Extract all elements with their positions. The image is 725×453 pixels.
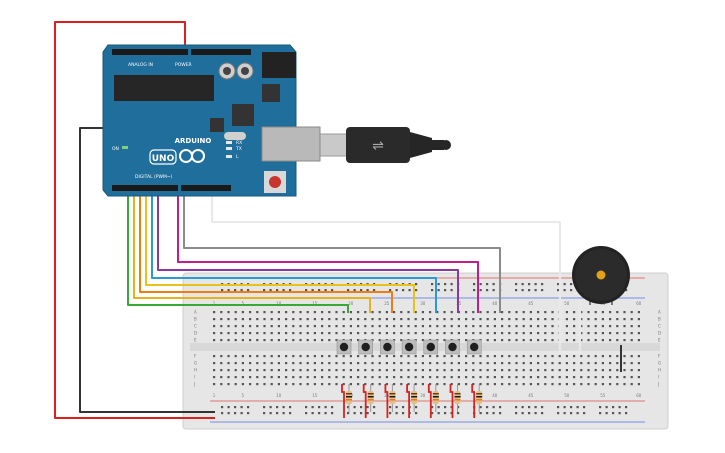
wire-green[interactable] xyxy=(127,195,349,313)
column-number: 1 xyxy=(213,393,216,398)
pushbuttons xyxy=(336,339,482,355)
wire-red-jumper[interactable] xyxy=(449,384,454,418)
row-letter: C xyxy=(658,324,661,329)
pushbutton[interactable] xyxy=(380,339,395,355)
wire-gray[interactable] xyxy=(183,195,501,313)
resistor[interactable] xyxy=(346,384,352,412)
wire-red-jumper[interactable] xyxy=(341,384,345,418)
column-number: 50 xyxy=(564,301,570,306)
row-letter: A xyxy=(194,310,197,315)
resistor[interactable] xyxy=(454,384,461,412)
column-number: 45 xyxy=(528,301,534,306)
column-number: 55 xyxy=(600,393,606,398)
row-letter: H xyxy=(658,368,661,373)
row-letter: E xyxy=(194,338,197,343)
wire-red-jumper[interactable] xyxy=(362,384,367,418)
row-letter: D xyxy=(194,331,197,336)
wire-purple[interactable] xyxy=(157,195,459,313)
column-number: 50 xyxy=(564,393,570,398)
resistor[interactable] xyxy=(367,384,374,412)
pushbutton[interactable] xyxy=(445,339,460,355)
arduino-analog-label: ANALOG IN xyxy=(128,62,153,68)
resistor[interactable] xyxy=(432,384,439,412)
column-number: 1 xyxy=(213,301,216,306)
column-number: 30 xyxy=(420,301,426,306)
row-letter: B xyxy=(658,317,661,322)
svg-text:⇌: ⇌ xyxy=(372,138,384,154)
row-letter: J xyxy=(657,382,659,387)
row-letter: J xyxy=(193,382,195,387)
arduino-l-label: L xyxy=(236,154,239,160)
resistor[interactable] xyxy=(411,384,418,412)
row-letter: B xyxy=(194,317,197,322)
pushbutton[interactable] xyxy=(423,339,439,355)
arduino-tx-label: TX xyxy=(235,146,242,152)
row-letter: I xyxy=(658,375,659,380)
arduino-on-label: ON xyxy=(112,146,119,152)
row-letter: G xyxy=(194,361,197,366)
resistor[interactable] xyxy=(476,384,483,412)
wire-yellow-1[interactable] xyxy=(133,195,371,313)
column-number: 10 xyxy=(276,301,282,306)
column-number: 15 xyxy=(312,301,318,306)
arduino-brand: ARDUINO xyxy=(175,137,212,145)
row-letter: D xyxy=(658,331,661,336)
row-letter: F xyxy=(194,354,197,359)
wire-red-jumper[interactable] xyxy=(471,384,476,418)
row-letter: E xyxy=(658,338,661,343)
row-letter: A xyxy=(658,310,661,315)
row-letter: I xyxy=(194,375,195,380)
column-number: 40 xyxy=(492,393,498,398)
wire-yellow-2[interactable] xyxy=(145,195,415,313)
arduino-model: UNO xyxy=(152,154,175,164)
piezo-buzzer[interactable] xyxy=(572,246,630,305)
wire-red-5v[interactable] xyxy=(54,21,215,419)
column-number: 60 xyxy=(636,301,642,306)
arduino-uno[interactable]: UNO ARDUINO ANALOG IN POWER DIGITAL (PWM… xyxy=(102,44,321,197)
arduino-rx-label: RX xyxy=(236,140,242,146)
column-number: 35 xyxy=(456,301,462,306)
column-number: 10 xyxy=(276,393,282,398)
wire-orange[interactable] xyxy=(139,195,393,313)
resistor[interactable] xyxy=(389,384,396,412)
column-number: 30 xyxy=(420,393,426,398)
usb-cable[interactable]: ⇌ xyxy=(317,127,451,163)
pushbutton[interactable] xyxy=(466,339,482,355)
resistors xyxy=(341,384,483,418)
column-number: 15 xyxy=(312,393,318,398)
row-letter: F xyxy=(658,354,661,359)
column-number: 5 xyxy=(242,393,245,398)
wire-blue[interactable] xyxy=(151,195,437,313)
column-number: 60 xyxy=(636,393,642,398)
wire-red-jumper[interactable] xyxy=(427,384,432,418)
column-number: 5 xyxy=(242,301,245,306)
wire-red-jumper[interactable] xyxy=(384,384,389,418)
column-number: 40 xyxy=(492,301,498,306)
pushbutton[interactable] xyxy=(358,339,373,355)
column-number: 25 xyxy=(384,301,390,306)
wire-magenta[interactable] xyxy=(177,195,479,313)
pushbutton[interactable] xyxy=(336,339,352,355)
column-number: 45 xyxy=(528,393,534,398)
row-letter: H xyxy=(194,368,197,373)
row-letter: C xyxy=(194,324,197,329)
arduino-digital-label: DIGITAL (PWM~) xyxy=(135,174,173,180)
row-letter: G xyxy=(658,361,661,366)
wire-red-jumper[interactable] xyxy=(406,384,410,418)
arduino-logo xyxy=(179,149,205,163)
arduino-power-label: POWER xyxy=(175,62,192,68)
column-number: 20 xyxy=(348,301,354,306)
pushbutton[interactable] xyxy=(401,339,417,355)
